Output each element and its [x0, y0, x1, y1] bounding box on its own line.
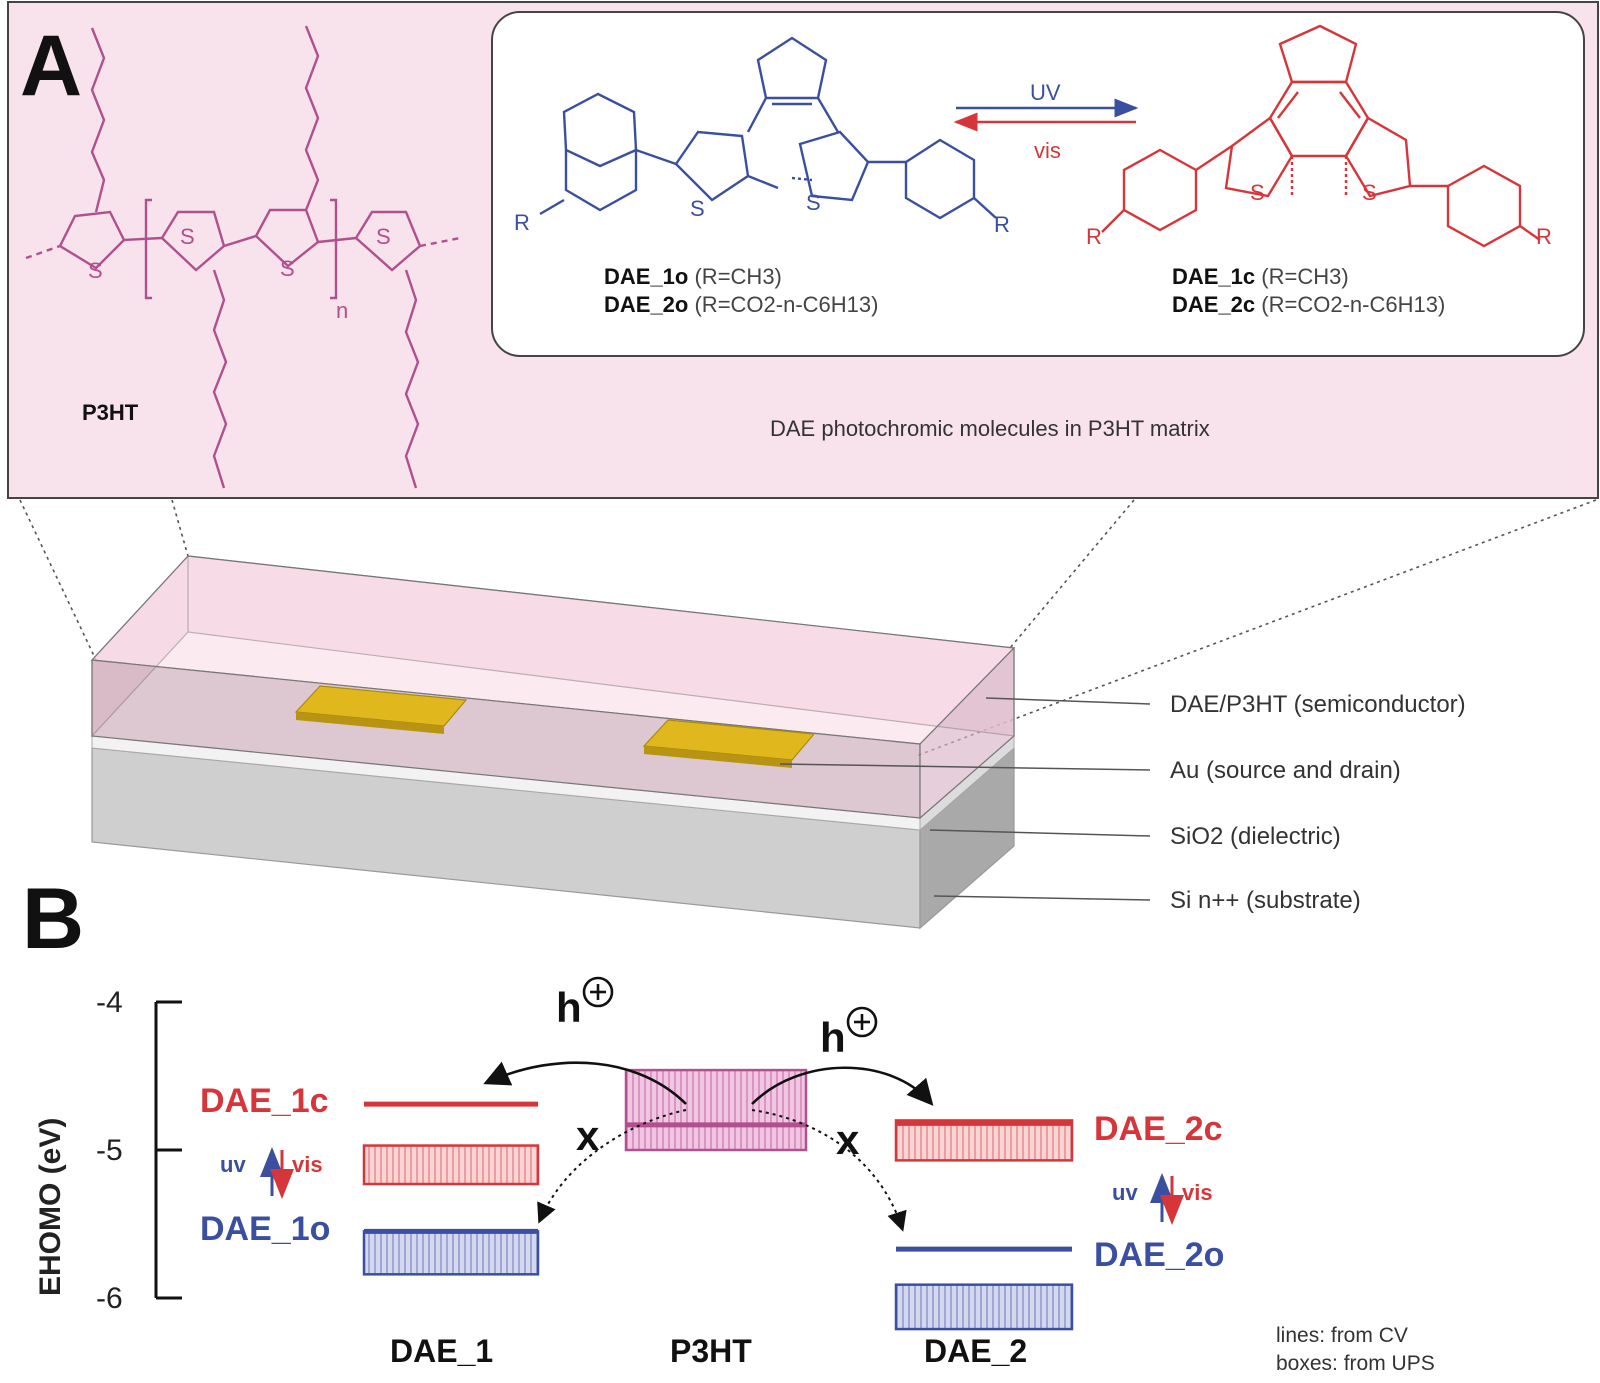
p3ht-label: P3HT — [82, 400, 139, 425]
category-label-dae-1: DAE_1 — [390, 1333, 493, 1369]
category-label-p3ht: P3HT — [670, 1333, 752, 1369]
vis-label: vis — [1034, 138, 1061, 163]
sulfur-atom: S — [376, 224, 391, 249]
blocked-mark-left: x — [576, 1112, 600, 1159]
positive-charge-icon — [582, 976, 614, 1008]
y-axis-label: EHOMO (eV) — [34, 1118, 67, 1296]
note-lines: lines: from CV — [1276, 1324, 1408, 1347]
au-source-electrode — [294, 685, 468, 727]
sulfur-atom: S — [280, 256, 295, 281]
energy-levels — [362, 1068, 1074, 1331]
switch-vis-label: vis — [1182, 1180, 1213, 1205]
panel-b-letter: B — [22, 871, 84, 967]
au-drain-electrode — [642, 719, 816, 761]
device-schematic — [90, 554, 1016, 930]
dae-1o-caption: DAE_1o (R=CH3) — [604, 264, 782, 289]
sulfur-atom: S — [690, 196, 705, 221]
note-boxes: boxes: from UPS — [1276, 1352, 1435, 1375]
panel-a: A S — [7, 1, 1599, 499]
semiconductor-side — [919, 646, 1015, 820]
au-source-edge — [296, 712, 444, 734]
dae-2o-caption: DAE_2o (R=CO2-n-C6H13) — [604, 292, 878, 317]
layer-leaders — [779, 697, 1151, 901]
label-dae-2c: DAE_2c — [1094, 1110, 1223, 1148]
hole-transfer-arrow-left — [483, 1061, 687, 1105]
panel-a-letter: A — [20, 18, 82, 114]
dae-1c-caption: DAE_1c (R=CH3) — [1172, 264, 1349, 289]
positive-charge-icon — [846, 1006, 878, 1038]
ups-box-p3ht — [624, 1068, 808, 1152]
y-tick-label: -4 — [96, 986, 123, 1019]
r-group-right-open: R — [994, 212, 1010, 237]
layer-label-au: Au (source and drain) — [1170, 757, 1401, 784]
label-dae-1c: DAE_1c — [200, 1082, 329, 1120]
layer-label-si: Si n++ (substrate) — [1170, 887, 1361, 914]
repeat-unit-subscript: n — [336, 298, 348, 323]
p3ht-sulfur-labels: S S S S n — [88, 224, 391, 323]
switch-uv-label: uv — [220, 1152, 246, 1177]
dae-closed-structure — [1101, 24, 1541, 248]
dae-2c-caption: DAE_2c (R=CO2-n-C6H13) — [1172, 292, 1445, 317]
blocked-mark-right: x — [836, 1116, 860, 1163]
ups-box-dae-1o — [362, 1230, 540, 1276]
sulfur-atom: S — [180, 224, 195, 249]
au-drain-edge — [644, 746, 792, 768]
r-group-left-open: R — [514, 210, 530, 235]
layer-label-sio2: SiO2 (dielectric) — [1170, 823, 1341, 850]
panel-b: B -4 -5 -6 EHOMO (eV) DAE_1c DAE_1o DAE_… — [22, 871, 1435, 1375]
uv-label: UV — [1030, 80, 1061, 105]
label-dae-2o: DAE_2o — [1094, 1236, 1224, 1274]
switch-vis-label: vis — [292, 1152, 323, 1177]
zoom-lines — [19, 499, 1597, 757]
hole-transfer-arrow-right — [751, 1066, 934, 1106]
panel-a-caption: DAE photochromic molecules in P3HT matri… — [770, 416, 1210, 441]
layer-label-semiconductor: DAE/P3HT (semiconductor) — [1170, 691, 1466, 718]
p3ht-structure — [25, 25, 461, 489]
sulfur-atom: S — [1250, 180, 1265, 205]
hole-label-left: h — [556, 984, 582, 1031]
dae-open-structure — [539, 36, 997, 220]
y-tick-label: -5 — [96, 1134, 123, 1167]
sulfur-atom: S — [88, 258, 103, 283]
ups-box-dae-1c — [362, 1144, 540, 1186]
blocked-transfer-arrow-left — [537, 1109, 687, 1224]
ups-box-dae-2o — [894, 1283, 1074, 1331]
sulfur-atom: S — [1362, 180, 1377, 205]
ups-box-dae-2c — [894, 1119, 1074, 1162]
label-dae-1o: DAE_1o — [200, 1210, 330, 1248]
category-label-dae-2: DAE_2 — [924, 1333, 1027, 1369]
switch-uv-label: uv — [1112, 1180, 1138, 1205]
r-group-left-closed: R — [1086, 224, 1102, 249]
sulfur-atom: S — [806, 190, 821, 215]
y-tick-label: -6 — [96, 1282, 123, 1315]
hole-label-right: h — [820, 1014, 846, 1061]
blocked-transfer-arrow-right — [751, 1109, 907, 1232]
r-group-right-closed: R — [1536, 224, 1552, 249]
